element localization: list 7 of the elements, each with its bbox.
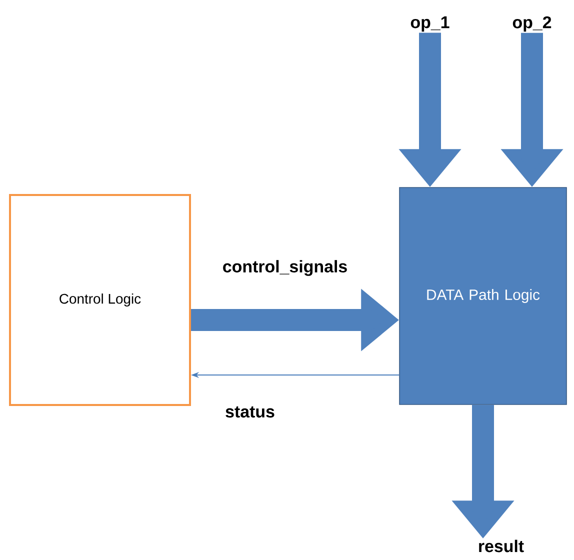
data-path-box: DATA Path Logic: [399, 187, 567, 405]
signal-label: op_1: [410, 16, 450, 32]
signal-label: result: [479, 540, 524, 552]
edge-label: control_signals: [221, 259, 349, 277]
control-logic-box: Control Logic: [9, 194, 191, 406]
edge-label: status: [224, 405, 276, 419]
signal-label: op_2: [512, 16, 552, 32]
